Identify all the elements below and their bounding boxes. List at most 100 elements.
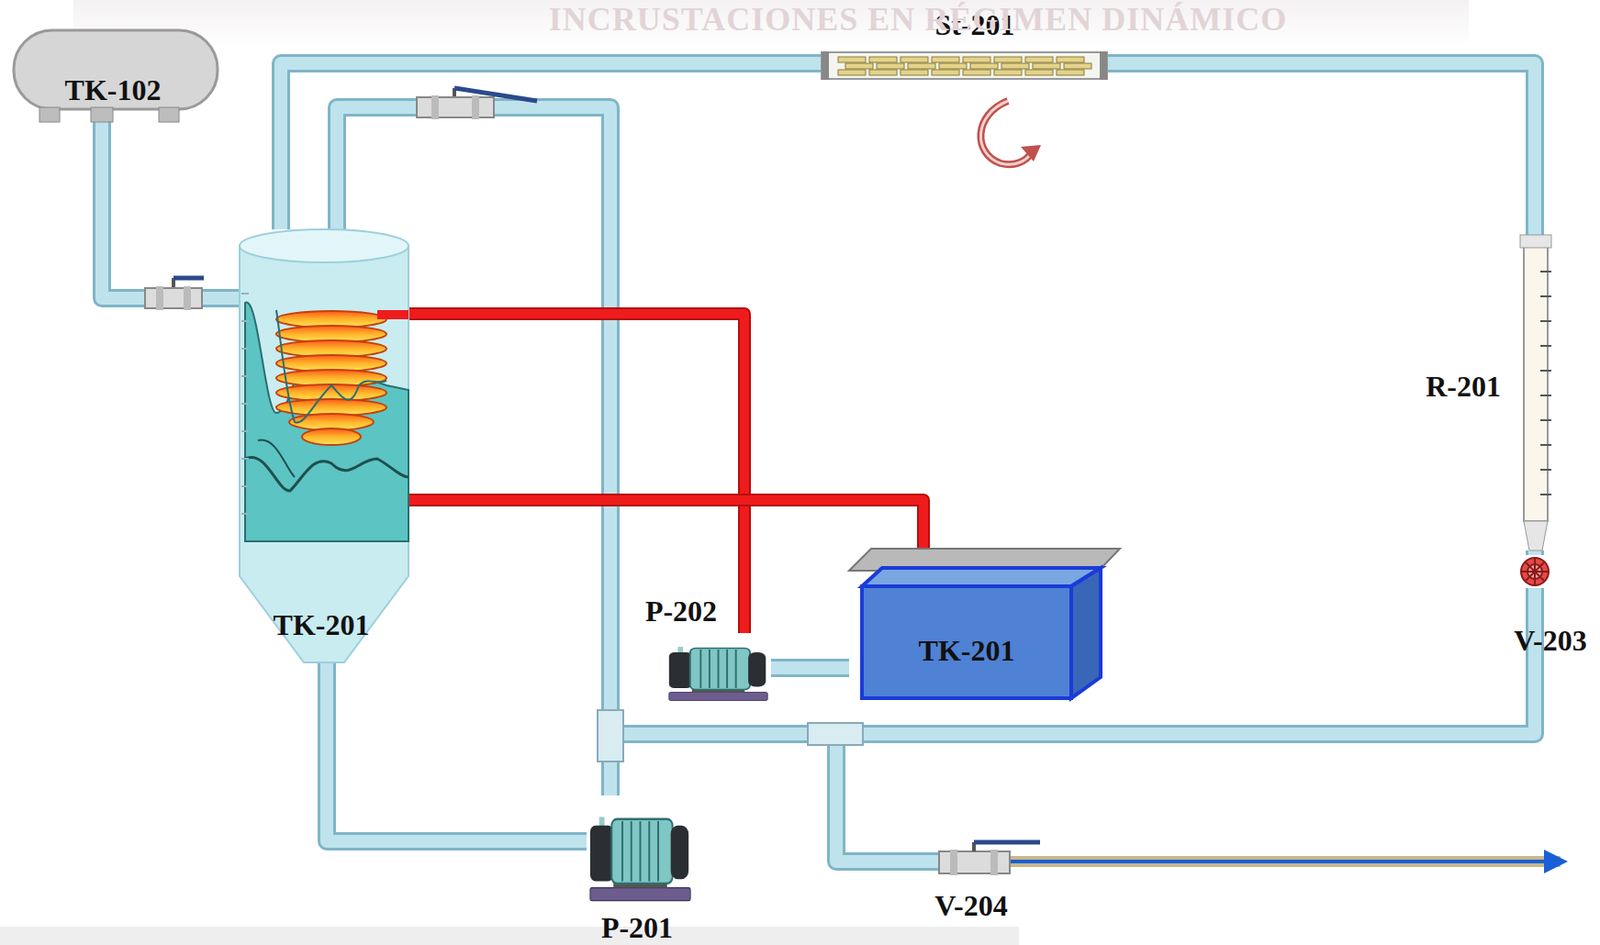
pump-symbol-part-part (726, 649, 728, 689)
pipe-wall (1525, 550, 1545, 556)
hot-water-line (408, 313, 745, 634)
process-pipe (771, 668, 850, 670)
water-bath-tank-part (861, 586, 1072, 699)
storage-tank-drawing-part (39, 107, 60, 123)
vessel-drawing-part (241, 430, 249, 433)
pipe-core (771, 661, 850, 675)
scale-sample-tube-part (821, 51, 829, 80)
scale-sample-tube-part (1001, 63, 1030, 69)
scale-sample-tube-part (838, 69, 866, 76)
vessel-drawing-part (302, 428, 361, 446)
pipe-core (408, 313, 745, 634)
vessel-drawing-part (241, 347, 249, 350)
vessel-drawing-part (245, 458, 409, 492)
pipe-wall (771, 659, 850, 678)
pump-symbol-part (671, 826, 690, 881)
pump-symbol-part (690, 648, 750, 691)
scale-sample-tube-part (970, 63, 998, 69)
rotameter-tube-part (1520, 234, 1552, 248)
pump-symbol-part-part (657, 821, 660, 883)
tank-tag: TK-201 (273, 609, 370, 642)
rotameter-tube-part (1540, 394, 1552, 397)
scale-sample-tube-part (900, 69, 929, 76)
globe-valve (1519, 555, 1551, 589)
scale-sample-tube-part (962, 56, 991, 63)
scale-sample-tube (821, 51, 1108, 80)
pipe-wall (408, 313, 745, 634)
rotameter-tube-part (1523, 246, 1548, 522)
rotameter-tube-part (1540, 493, 1552, 496)
pump-symbol-part-part (708, 649, 711, 689)
water-tank: TK-201 (849, 548, 1120, 701)
pump-symbol (665, 633, 772, 703)
valve-tag: V-203 (1513, 625, 1587, 658)
tank-tag: TK-201 (918, 635, 1016, 668)
vessel-drawing-part (241, 458, 249, 460)
rotation-arrow-part (1020, 145, 1041, 162)
globe-valve-part (1521, 558, 1549, 586)
scale-sample-tube-part (939, 63, 967, 69)
vessel-drawing-part (241, 375, 249, 378)
vessel-drawing-part (257, 440, 295, 478)
pipe-wall (280, 63, 822, 230)
ball-valve-part (939, 851, 1010, 874)
scale-sample-tube-part (1063, 63, 1092, 69)
vessel-drawing-part (239, 246, 409, 663)
ball-valve-part (183, 286, 191, 311)
scale-sample-tube-part (1056, 69, 1085, 76)
scale-sample-tube-part (845, 63, 873, 69)
pipe-wall (1107, 63, 1535, 235)
storage-tank-drawing-part (13, 30, 218, 110)
scale-sample-tube-part (907, 63, 936, 69)
rotation-arrow (980, 100, 1041, 165)
pump-symbol (586, 795, 694, 904)
ball-valve-part (454, 88, 538, 101)
pump-symbol-part-part (717, 649, 720, 689)
scale-sample-tube-part (962, 69, 991, 76)
pump-tag: P-202 (645, 595, 717, 628)
pipe-core (101, 122, 240, 299)
storage-tank-drawing-part (158, 107, 180, 123)
pump-symbol-part-part (630, 821, 633, 883)
watermark-title: INCRUSTACIONES EN RÉGIMEN DINÁMICO (548, 1, 1287, 39)
process-pipe (326, 662, 587, 842)
ball-valve (939, 848, 1010, 876)
ball-valve-part (990, 850, 998, 876)
pipe-core (280, 63, 822, 230)
footer-band (0, 927, 1019, 945)
pump-symbol-part-part (648, 821, 650, 883)
scale-sample-tube-part (1032, 63, 1061, 69)
pump-symbol-part-part (639, 821, 642, 883)
control-valve: V-203 (1519, 555, 1551, 589)
pump: P-201 (586, 795, 694, 904)
pump-symbol-part-part (699, 649, 702, 689)
pipe-tee-part (807, 723, 863, 746)
storage-tank: TK-102 (11, 28, 220, 123)
vessel-drawing-part (241, 320, 249, 323)
scale-sample-tube-part (821, 52, 1108, 79)
scale-sample-tube-part (994, 56, 1022, 63)
ball-valve-part (173, 276, 204, 281)
process-pipe (1534, 550, 1536, 556)
pipe-core (408, 500, 924, 549)
pipe-tee (597, 710, 863, 762)
pump-symbol-part (700, 649, 736, 689)
scale-sample-tube-part (1025, 69, 1053, 76)
outlet-line-part (1544, 850, 1568, 874)
ball-valve-part (973, 840, 1041, 846)
equipment-tag: R-201 (1425, 370, 1501, 403)
rotation-arrow-part (980, 100, 1032, 165)
scale-sample-tube-part (838, 56, 866, 63)
pump-symbol-part (748, 652, 766, 688)
heated-vessel: TK-201 (239, 229, 409, 663)
pump-symbol-part (669, 652, 693, 689)
drain-valve: V-204 (939, 848, 1010, 876)
rotameter-tube-part (1523, 521, 1548, 551)
valve-tag: V-204 (934, 890, 1007, 923)
pipe-core (1107, 63, 1535, 235)
ball-valve-part (431, 95, 439, 120)
header-band (73, 0, 1469, 46)
ball-valve-part (416, 97, 494, 118)
vessel-drawing-part (377, 310, 409, 320)
pipe-wall (408, 500, 924, 549)
